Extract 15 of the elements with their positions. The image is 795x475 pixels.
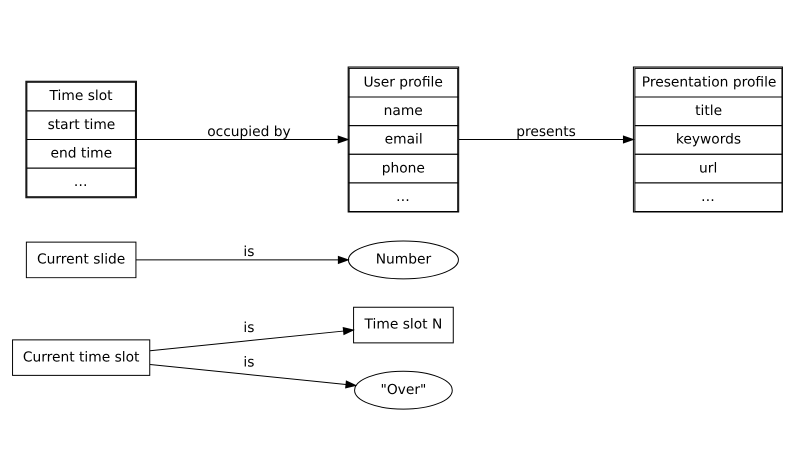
arrow [136, 134, 350, 144]
node-ellipse: Number [348, 240, 459, 279]
arrow [458, 134, 635, 144]
node-ellipse: "Over" [354, 370, 453, 410]
edge-label: is [243, 244, 254, 260]
arrow [150, 326, 355, 351]
arrow [150, 364, 358, 388]
arrow [136, 255, 350, 264]
edge-label: is [243, 320, 254, 336]
node-box: Current time slot [12, 338, 150, 376]
edge-label: presents [516, 123, 576, 140]
edge-label: occupied by [207, 123, 291, 140]
node-box: Time slot N [353, 306, 454, 343]
node-box: Current slide [26, 241, 136, 278]
edge-label: is [243, 354, 254, 370]
